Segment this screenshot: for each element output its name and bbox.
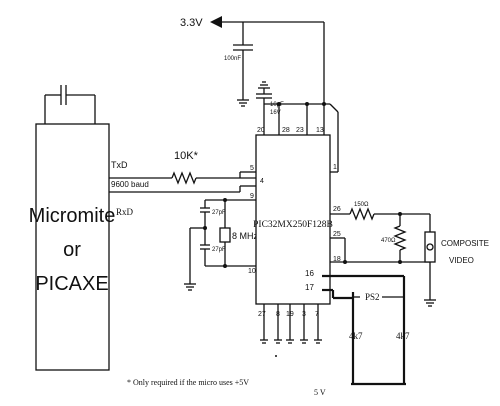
ground-pins xyxy=(260,304,322,357)
supply-rail xyxy=(210,16,325,107)
pin-18: 18 xyxy=(333,256,341,263)
pullup-4k7-1: 4k7 xyxy=(349,331,363,341)
video-label: VIDEO xyxy=(449,256,474,265)
cap-10uf-label: 10µF xyxy=(270,102,284,108)
pin-28: 28 xyxy=(282,127,290,134)
five-volt-label: 5 V xyxy=(314,388,326,397)
pullup-4k7-2: 4k7 xyxy=(396,331,410,341)
txd-label: TxD xyxy=(111,160,128,170)
cap-16v-label: 16V xyxy=(270,110,281,116)
composite-label: COMPOSITE xyxy=(441,239,489,248)
cap-27pf-top-label: 27pF xyxy=(212,210,226,216)
pin-13: 13 xyxy=(316,127,324,134)
controller-name-2: PICAXE xyxy=(35,273,108,295)
pin-25: 25 xyxy=(333,231,341,238)
supply-label: 3.3V xyxy=(180,17,203,29)
bulk-capacitor xyxy=(256,81,330,106)
resistor-150-label: 150Ω xyxy=(354,202,369,208)
pin-10: 10 xyxy=(248,268,256,275)
serial-lines xyxy=(109,171,256,193)
cap-27pf-bottom-label: 27pF xyxy=(212,247,226,253)
controller-name-or: or xyxy=(63,239,81,261)
resistor-10k-label: 10K* xyxy=(174,150,199,162)
cap-100nf-label: 100nF xyxy=(224,56,241,62)
controller-block xyxy=(35,85,110,371)
pin-9: 9 xyxy=(250,193,254,200)
pin-7: 7 xyxy=(315,311,319,318)
pin-4: 4 xyxy=(260,178,264,185)
video-output-network xyxy=(330,207,436,307)
crystal-label: 8 MHz xyxy=(232,231,259,241)
ps2-interface xyxy=(322,274,406,386)
pin-27: 27 xyxy=(258,311,266,318)
resistor-470-label: 470Ω xyxy=(381,238,396,244)
supply-arrow xyxy=(210,16,222,28)
pin-1: 1 xyxy=(333,164,337,171)
pin-23: 23 xyxy=(296,127,304,134)
pic32-chip xyxy=(255,134,331,305)
pin-26: 26 xyxy=(333,206,341,213)
ps2-label: PS2 xyxy=(365,292,380,302)
pin-16: 16 xyxy=(305,269,314,278)
controller-name-1: Micromite xyxy=(29,205,116,227)
pin-17: 17 xyxy=(305,283,314,292)
supply-pin-leads xyxy=(263,103,339,173)
pin-20: 20 xyxy=(257,127,265,134)
crystal-section xyxy=(184,198,256,291)
rxd-label: RxD xyxy=(116,207,134,217)
chip-name: PIC32MX250F128B xyxy=(253,220,333,230)
pin-5: 5 xyxy=(250,165,254,172)
baud-label: 9600 baud xyxy=(111,180,149,189)
footnote: * Only required if the micro uses +5V xyxy=(127,378,249,387)
